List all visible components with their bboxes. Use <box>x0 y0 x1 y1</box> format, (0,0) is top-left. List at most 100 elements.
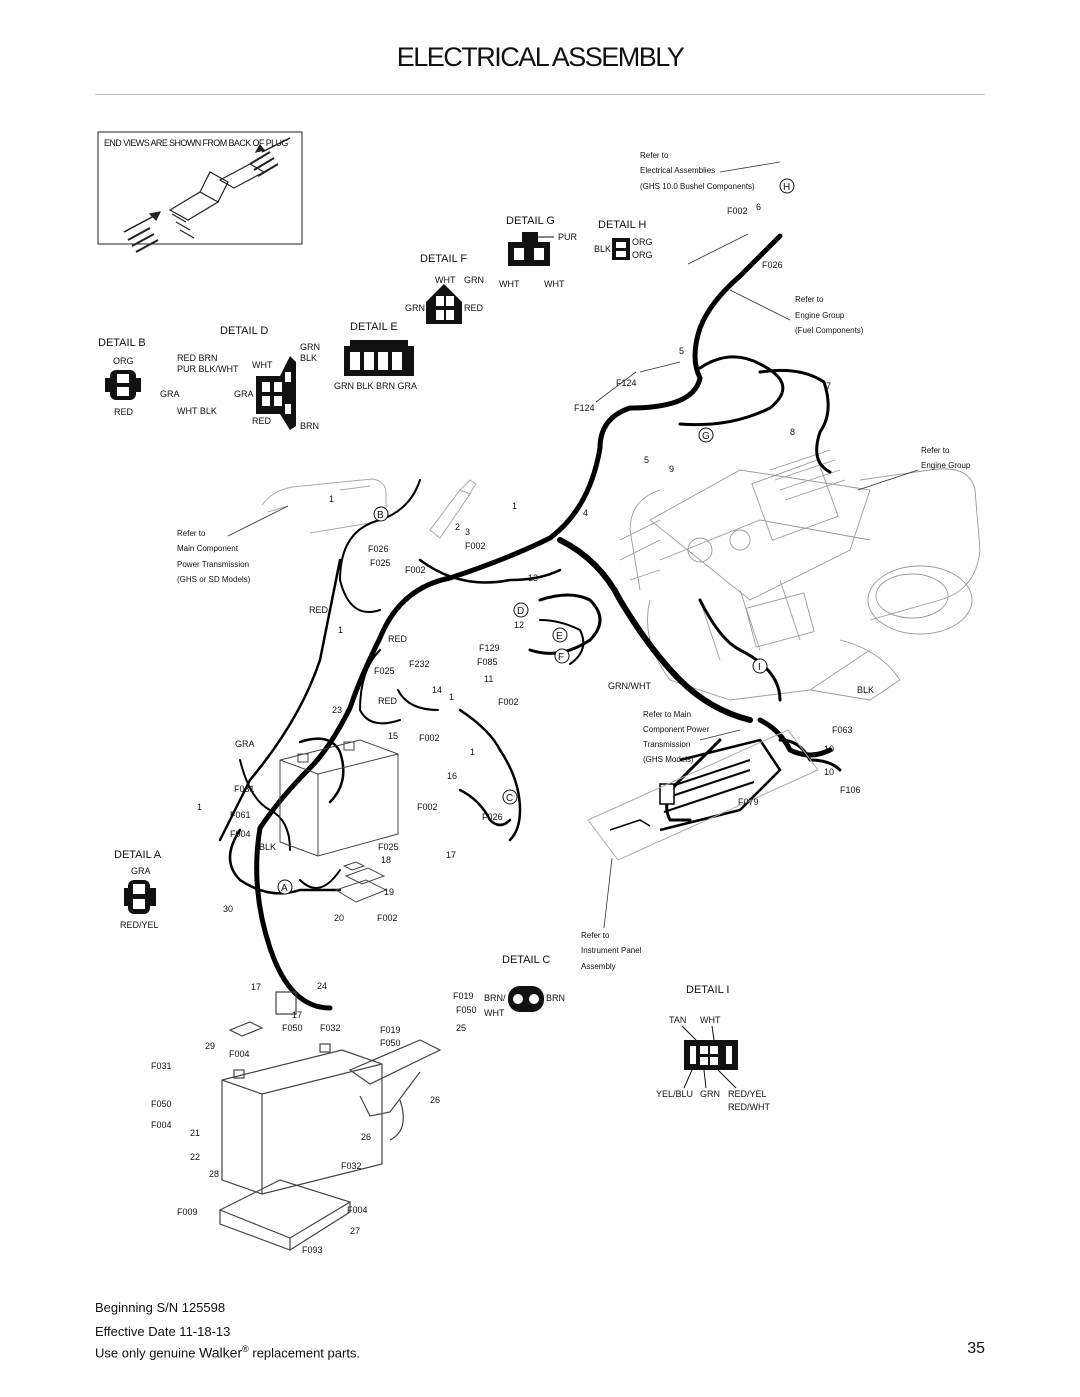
svg-text:(GHS Models): (GHS Models) <box>643 755 694 764</box>
detail-g-title: DETAIL G <box>506 215 555 227</box>
battery-upper <box>279 739 399 857</box>
detail-f-title: DETAIL F <box>420 253 467 265</box>
label-item-13: 13 <box>528 573 538 583</box>
svg-text:G: G <box>702 431 710 442</box>
detail-f-connector <box>426 284 462 324</box>
detail-d-wire-wht-blk: WHT BLK <box>177 406 217 416</box>
engine-drawing <box>619 449 981 701</box>
detail-h-wire-blk: BLK <box>594 244 611 254</box>
serial-number: Beginning S/N 125598 <box>95 1300 226 1315</box>
detail-i-connector <box>681 1025 738 1089</box>
detail-d-wire-gra: GRA <box>234 389 254 399</box>
battery-lower <box>221 1043 383 1195</box>
detail-c-connector <box>508 986 544 1012</box>
detail-h-title: DETAIL H <box>598 219 646 231</box>
detail-d-connector <box>256 356 296 430</box>
svg-text:(GHS or SD Models): (GHS or SD Models) <box>177 575 251 584</box>
label-item-17: 17 <box>446 850 456 860</box>
label-f002: F002 <box>498 697 519 707</box>
label-item-11: 11 <box>484 674 493 684</box>
end-view-inset: END VIEWS ARE SHOWN FROM BACK OF PLUG <box>97 131 303 253</box>
lower-harness-outline <box>587 729 819 861</box>
svg-text:I: I <box>758 662 761 673</box>
leader-lines <box>227 161 919 929</box>
label-f050: F050 <box>456 1005 477 1015</box>
detail-h-connector <box>612 238 630 260</box>
svg-text:Transmission: Transmission <box>643 740 690 749</box>
label-f004: F004 <box>347 1205 368 1215</box>
detail-i-wire-tan: TAN <box>669 1015 686 1025</box>
detail-a-wire-redyel: RED/YEL <box>120 920 159 930</box>
label-item-16: 16 <box>447 771 457 781</box>
label-item-18: 18 <box>381 855 391 865</box>
label-f002: F002 <box>419 733 440 743</box>
label-f025: F025 <box>378 842 399 852</box>
handle-bar-drawing <box>261 478 477 539</box>
label-item-14: 14 <box>432 685 442 695</box>
detail-a-wire-gra: GRA <box>131 866 151 876</box>
detail-g-wire-pur: PUR <box>558 232 578 242</box>
label-f032: F032 <box>341 1161 362 1171</box>
inset-caption: END VIEWS ARE SHOWN FROM BACK OF PLUG <box>104 138 288 148</box>
svg-text:Assembly: Assembly <box>581 962 616 971</box>
label-item-29: 29 <box>205 1041 215 1051</box>
page-title: ELECTRICAL ASSEMBLY <box>396 42 685 72</box>
label-item-17: 17 <box>292 1010 302 1020</box>
detail-g-wire-wht-left: WHT <box>499 279 520 289</box>
detail-b: DETAIL B ORG RED <box>98 337 146 417</box>
label-f004: F004 <box>229 1049 250 1059</box>
detail-f-wire-grn-top: GRN <box>464 275 484 285</box>
label-grn-wht: GRN/WHT <box>608 681 651 691</box>
detail-f-wire-wht: WHT <box>435 275 456 285</box>
label-item-8: 8 <box>790 427 795 437</box>
detail-d-wire-wht: WHT <box>252 360 273 370</box>
label-f032: F032 <box>320 1023 341 1033</box>
label-item-1: 1 <box>338 625 343 635</box>
lower-harness <box>609 738 782 832</box>
label-f004: F004 <box>151 1120 172 1130</box>
detail-h: DETAIL H BLK ORG ORG <box>594 219 653 260</box>
detail-d-wire-red: RED <box>252 416 272 426</box>
svg-text:Refer to: Refer to <box>921 446 950 455</box>
label-f079: F079 <box>738 797 759 807</box>
detail-c-wire-brn-right: BRN <box>546 993 565 1003</box>
label-blk: BLK <box>259 842 276 852</box>
label-f050: F050 <box>380 1038 401 1048</box>
detail-e-wires: GRN BLK BRN GRA <box>334 381 417 391</box>
detail-f: DETAIL F WHT GRN GRN RED <box>405 253 484 324</box>
label-item-1: 1 <box>449 692 454 702</box>
svg-text:F: F <box>558 652 564 663</box>
part-labels: F002 6 F026 5 F124 F124 7 8 5 9 1 2 3 F0… <box>151 202 874 1255</box>
label-f019: F019 <box>453 991 474 1001</box>
label-f009: F009 <box>177 1207 198 1217</box>
detail-f-wire-red: RED <box>464 303 484 313</box>
effective-date: Effective Date 11-18-13 <box>95 1324 231 1339</box>
svg-text:Refer to Main: Refer to Main <box>643 710 691 719</box>
label-f019: F019 <box>380 1025 401 1035</box>
detail-e: DETAIL E GRN BLK BRN GRA <box>334 321 417 391</box>
detail-e-connector <box>344 340 414 376</box>
callout-f: F <box>554 648 570 664</box>
svg-text:Main Component: Main Component <box>177 544 239 553</box>
note-engine-group: Refer to Engine Group <box>921 446 971 470</box>
label-red: RED <box>378 696 398 706</box>
mounting-plate-upper <box>334 861 388 903</box>
label-f026: F026 <box>762 260 783 270</box>
detail-h-wire-org-top: ORG <box>632 237 653 247</box>
label-item-27: 27 <box>350 1226 360 1236</box>
label-f031: F031 <box>151 1061 172 1071</box>
label-f026: F026 <box>482 812 503 822</box>
detail-a-connector <box>124 880 156 914</box>
label-item-1: 1 <box>512 501 517 511</box>
label-item-20: 20 <box>334 913 344 923</box>
label-item-1: 1 <box>470 747 475 757</box>
label-item-21: 21 <box>190 1128 200 1138</box>
detail-f-wire-grn-left: GRN <box>405 303 425 313</box>
label-item-5: 5 <box>679 346 684 356</box>
label-item-17: 17 <box>251 982 261 992</box>
note-main-component-power: Refer to Main Component Power Transmissi… <box>643 710 710 764</box>
detail-i-wire-yelblu: YEL/BLU <box>656 1089 693 1099</box>
detail-b-bottom-wire: RED <box>114 407 134 417</box>
label-f129: F129 <box>479 643 500 653</box>
detail-g-wire-wht-right: WHT <box>544 279 565 289</box>
